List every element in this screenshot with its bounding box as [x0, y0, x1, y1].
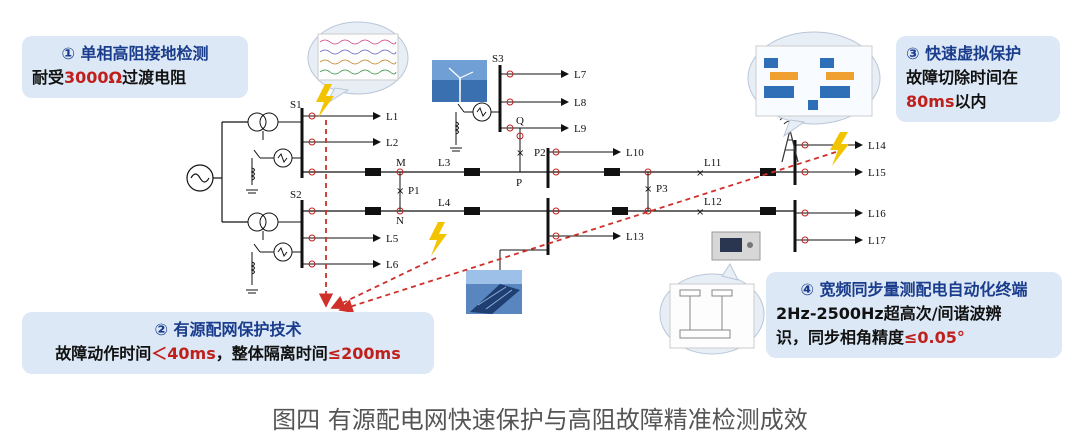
feeder-l4: L4 — [438, 197, 451, 209]
waveform-callout — [307, 21, 409, 105]
box4-title: ④ 宽频同步量测配电自动化终端 — [800, 280, 1028, 299]
feeder-l9: L9 — [574, 123, 587, 135]
transformer-icon — [247, 212, 302, 240]
generator-icon — [450, 102, 500, 152]
svg-text:×: × — [696, 168, 704, 179]
feeder-l15: L15 — [868, 167, 886, 179]
feeder-l13: L13 — [626, 231, 644, 243]
box1-title: ① 单相高阻接地检测 — [61, 44, 209, 63]
box4-line2: 识，同步相角精度≤0.05° — [776, 328, 965, 347]
bus-label-s3: S3 — [492, 53, 504, 65]
feeder-l5: L5 — [386, 233, 399, 245]
ac-source-icon — [186, 164, 214, 192]
terminal-device-photo — [711, 231, 761, 261]
point-p2: P2 — [534, 147, 546, 159]
feeder-l7: L7 — [574, 69, 587, 81]
lightning-icon — [830, 132, 849, 166]
distribution-network-diagram: S1 L1 L2 S2 L5 L6 M L3 L11 × N L4 L12 × … — [186, 21, 886, 355]
feeder-l2: L2 — [386, 137, 398, 149]
transformer-icon — [247, 112, 302, 140]
box2-text: 故障动作时间＜40ms，整体隔离时间≤200ms — [55, 344, 401, 363]
point-q: Q — [516, 115, 524, 127]
point-p3: P3 — [656, 183, 668, 195]
terminal-document-callout — [659, 263, 765, 355]
feeder-l8: L8 — [574, 97, 587, 109]
generator-icon — [246, 148, 302, 194]
solar-panel-photo — [466, 270, 522, 314]
lightning-icon — [316, 84, 334, 118]
figure-caption: 图四 有源配电网快速保护与高阻故障精准检测成效 — [272, 406, 808, 434]
high-impedance-detection-box: ① 单相高阻接地检测 耐受3000Ω过渡电阻 — [22, 36, 248, 98]
feeder-l16: L16 — [868, 208, 886, 220]
bus-label-s1: S1 — [290, 99, 302, 111]
feeder-l3: L3 — [438, 157, 451, 169]
feeder-l1: L1 — [386, 111, 398, 123]
protection-diagram-callout — [747, 31, 881, 138]
bus-label-s2: S2 — [290, 189, 302, 201]
feeder-l14: L14 — [868, 140, 886, 152]
point-n: N — [396, 215, 404, 227]
lightning-icon — [429, 222, 447, 256]
wideband-terminal-box: ④ 宽频同步量测配电自动化终端 2Hz-2500Hz超高次/间谐波辨 识，同步相… — [766, 272, 1062, 358]
wind-turbine-photo — [432, 60, 487, 102]
feeder-l6: L6 — [386, 259, 399, 271]
generator-icon — [246, 242, 302, 294]
active-network-protection-box: ② 有源配网保护技术 故障动作时间＜40ms，整体隔离时间≤200ms — [22, 312, 434, 374]
feeder-l10: L10 — [626, 147, 644, 159]
svg-text:×: × — [644, 184, 652, 195]
feeder-l17: L17 — [868, 235, 886, 247]
point-m: M — [396, 157, 406, 169]
box3-line2: 80ms以内 — [906, 92, 987, 111]
box4-line1: 2Hz-2500Hz超高次/间谐波辨 — [776, 304, 1002, 323]
point-p: P — [516, 177, 522, 189]
feeder-l12: L12 — [704, 196, 722, 208]
point-p1: P1 — [408, 185, 420, 197]
feeder-l11: L11 — [704, 157, 721, 169]
svg-text:×: × — [516, 148, 524, 159]
box2-title: ② 有源配网保护技术 — [154, 320, 302, 339]
box1-text: 耐受3000Ω过渡电阻 — [32, 68, 187, 87]
virtual-protection-box: ③ 快速虚拟保护 故障切除时间在 80ms以内 — [896, 36, 1060, 122]
svg-text:×: × — [396, 186, 404, 197]
svg-text:×: × — [696, 207, 704, 218]
box3-line1: 故障切除时间在 — [906, 68, 1019, 87]
box3-title: ③ 快速虚拟保护 — [906, 44, 1022, 63]
